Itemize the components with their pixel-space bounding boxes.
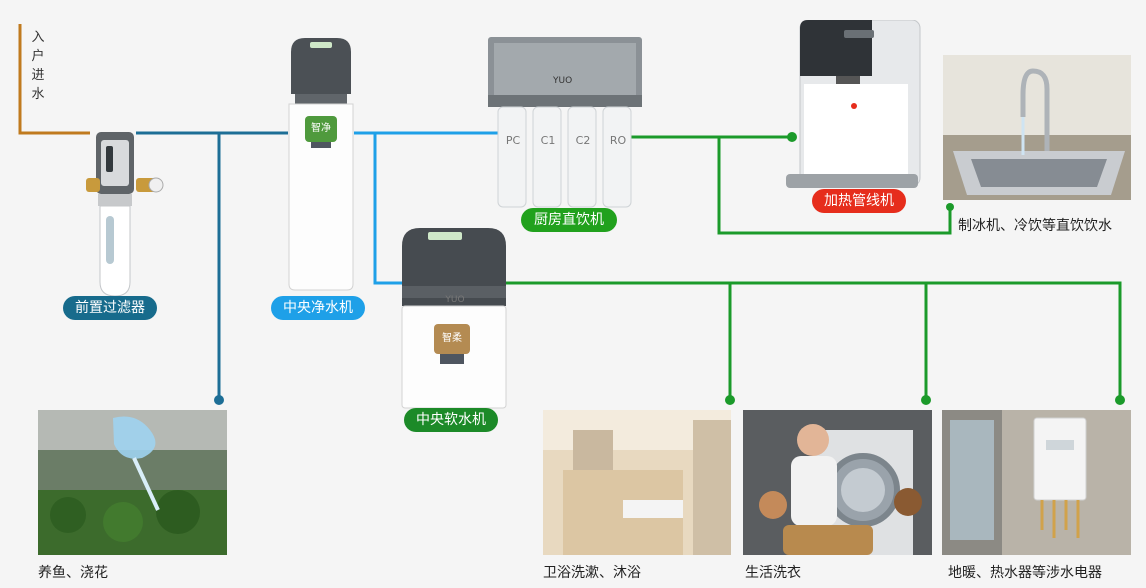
bathroom-node xyxy=(725,395,735,405)
laundry-photo xyxy=(743,410,932,555)
heating-photo xyxy=(942,410,1131,555)
inlet-pipe xyxy=(18,24,90,135)
softener-sticker: 智柔 xyxy=(442,333,462,344)
heating-caption: 地暖、热水器等涉水电器 xyxy=(948,565,1102,581)
softener-main-pipe xyxy=(506,281,1122,400)
filter-c1: C1 xyxy=(540,134,556,147)
prefilter-device xyxy=(86,132,164,297)
kitchen-to-sink-pipe xyxy=(717,137,952,235)
softener-brand: YUO xyxy=(445,295,465,305)
garden-caption: 养鱼、浇花 xyxy=(38,565,108,581)
purifier-device xyxy=(288,38,354,291)
garden-branch-node xyxy=(214,395,224,405)
garden-photo xyxy=(38,410,227,555)
kitchen-brand: YUO xyxy=(553,76,573,86)
kitchen-label: 厨房直饮机 xyxy=(521,208,617,232)
sink-node xyxy=(946,203,954,211)
bathroom-caption: 卫浴洗漱、沐浴 xyxy=(543,565,641,581)
softener-label: 中央软水机 xyxy=(404,408,498,432)
purifier-sticker: 智净 xyxy=(311,123,331,134)
prefilter-label: 前置过滤器 xyxy=(63,296,157,320)
heating-node xyxy=(1115,395,1125,405)
filter-c2: C2 xyxy=(575,134,591,147)
heater-label: 加热管线机 xyxy=(812,189,906,213)
filter-pc: PC xyxy=(505,134,521,147)
purifier-label: 中央净水机 xyxy=(271,296,365,320)
heater-device xyxy=(786,20,921,188)
softener-device xyxy=(401,228,507,409)
bathroom-photo xyxy=(543,410,731,555)
kitchen-sink-caption: 制冰机、冷饮等直饮饮水 xyxy=(958,218,1112,234)
heater-node xyxy=(787,132,797,142)
kitchen-device xyxy=(488,37,642,208)
laundry-caption: 生活洗衣 xyxy=(745,565,801,581)
inlet-label: 入户进水 xyxy=(31,30,45,102)
laundry-node xyxy=(921,395,931,405)
purifier-to-softener-pipe xyxy=(373,133,404,285)
kitchen-sink-photo xyxy=(943,55,1131,200)
filter-ro: RO xyxy=(609,134,627,147)
